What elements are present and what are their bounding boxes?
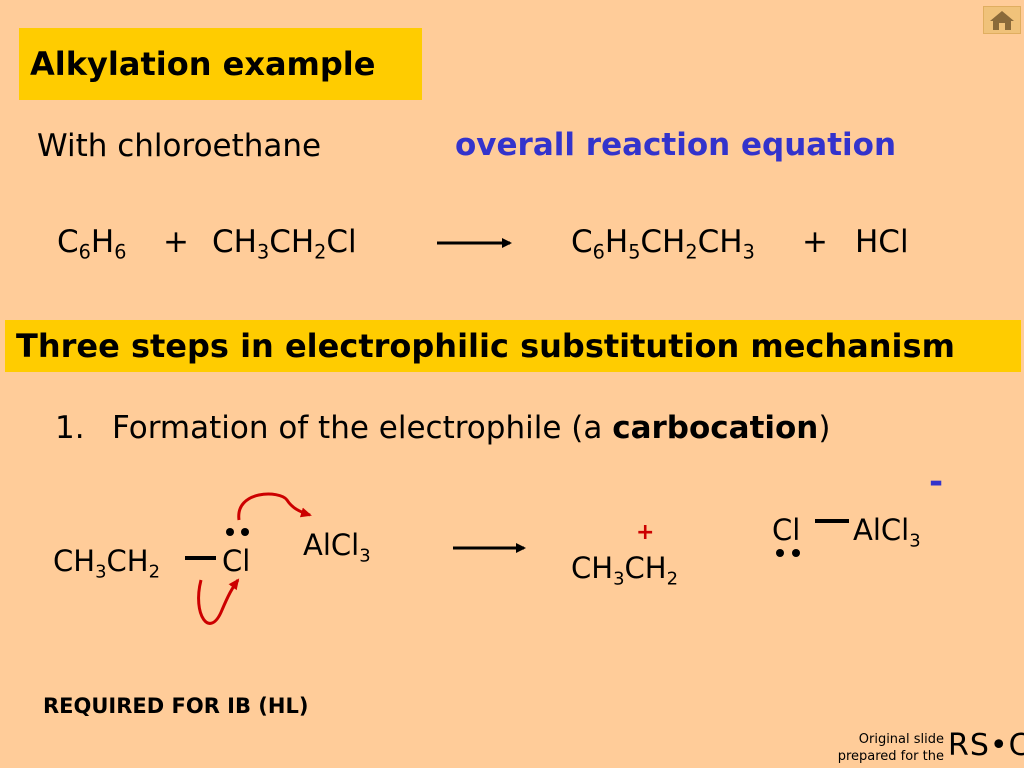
steps-heading-box: Three steps in electrophilic substitutio… bbox=[5, 320, 1021, 372]
negative-charge: - bbox=[929, 462, 944, 502]
plus-sign-1: + bbox=[163, 224, 189, 260]
title-box: Alkylation example bbox=[19, 28, 422, 100]
required-note: REQUIRED FOR IB (HL) bbox=[43, 694, 309, 718]
lone-pair-dot bbox=[226, 528, 234, 536]
home-icon bbox=[990, 11, 1014, 30]
step-1-number: 1. bbox=[55, 410, 85, 446]
reactant-chloroethane: CH3CH2Cl bbox=[212, 224, 357, 264]
subtitle-left: With chloroethane bbox=[37, 128, 322, 164]
lone-pair-dot bbox=[241, 528, 249, 536]
plus-sign-2: + bbox=[802, 224, 828, 260]
lone-pair-dot bbox=[776, 549, 784, 557]
product-ethylbenzene: C6H5CH2CH3 bbox=[571, 224, 755, 264]
steps-heading: Three steps in electrophilic substitutio… bbox=[16, 327, 955, 365]
slide-title: Alkylation example bbox=[30, 45, 376, 83]
curly-arrow-bond bbox=[197, 578, 240, 625]
curly-arrow-lone-pair bbox=[237, 492, 312, 521]
positive-charge: + bbox=[636, 520, 655, 545]
home-button[interactable] bbox=[983, 6, 1021, 34]
rsc-logo: RS•C bbox=[948, 728, 1024, 763]
carbocation: CH3CH2 bbox=[571, 551, 678, 590]
step-1-text: Formation of the electrophile (a carboca… bbox=[112, 410, 831, 446]
reactant-benzene: C6H6 bbox=[57, 224, 127, 264]
complex-alcl3: AlCl3 bbox=[853, 513, 921, 552]
product-hcl: HCl bbox=[855, 224, 909, 260]
subtitle-right: overall reaction equation bbox=[455, 127, 897, 163]
complex-chlorine: Cl bbox=[772, 513, 801, 547]
reactant-ethyl-group: CH3CH2 bbox=[53, 544, 160, 583]
catalyst-alcl3: AlCl3 bbox=[303, 528, 371, 567]
reactant-chlorine: Cl bbox=[222, 544, 251, 578]
credit-text: Original slide prepared for the bbox=[837, 732, 944, 764]
lone-pair-dot bbox=[792, 549, 800, 557]
